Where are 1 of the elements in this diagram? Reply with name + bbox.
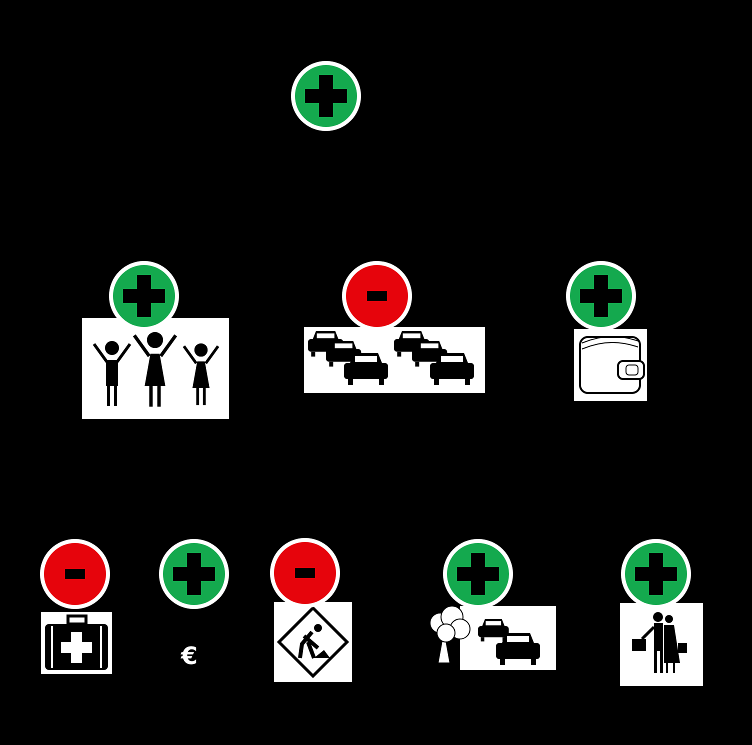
currency-symbol: € (181, 644, 198, 668)
